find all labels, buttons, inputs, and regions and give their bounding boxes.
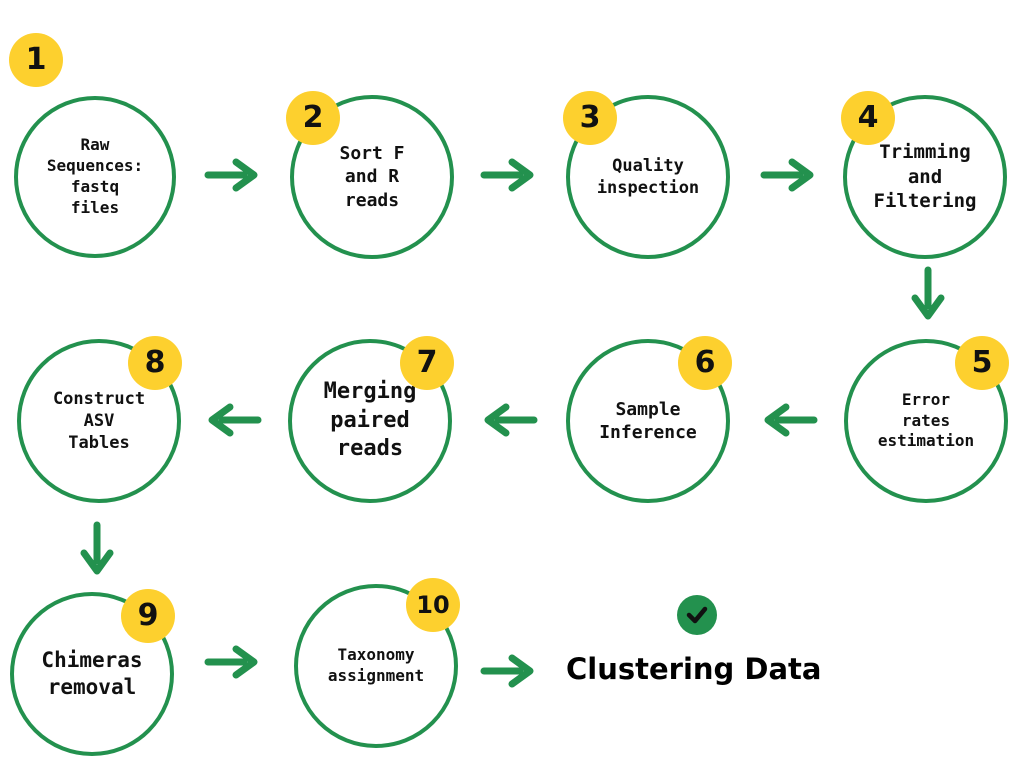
- step-badge-9: 9: [121, 589, 175, 643]
- arrow-left-icon: [764, 403, 818, 437]
- step-number: 6: [694, 345, 716, 380]
- step-node-4: Trimming and Filtering: [843, 95, 1007, 259]
- step-node-6: Sample Inference: [566, 339, 730, 503]
- step-label: Raw Sequences: fastq files: [46, 135, 144, 217]
- final-output-label: Clustering Data: [566, 652, 822, 686]
- step-number: 1: [25, 42, 47, 77]
- arrow-right-icon: [760, 158, 814, 192]
- step-label: Sample Inference: [599, 398, 697, 443]
- step-number: 2: [302, 100, 324, 135]
- checkmark-glyph: [686, 606, 708, 624]
- step-number: 7: [416, 345, 438, 380]
- step-badge-7: 7: [400, 336, 454, 390]
- arrow-left-icon: [484, 403, 538, 437]
- step-badge-1: 1: [9, 33, 63, 87]
- step-number: 10: [416, 591, 450, 619]
- step-label: Quality inspection: [596, 155, 700, 198]
- arrow-right-icon: [480, 158, 534, 192]
- step-number: 4: [857, 100, 879, 135]
- step-label: Construct ASV Tables: [52, 388, 146, 454]
- arrow-right-icon: [204, 645, 258, 679]
- step-badge-2: 2: [286, 91, 340, 145]
- arrow-left-icon: [208, 403, 262, 437]
- step-number: 5: [971, 345, 993, 380]
- step-badge-8: 8: [128, 336, 182, 390]
- step-badge-3: 3: [563, 91, 617, 145]
- step-number: 9: [137, 598, 159, 633]
- step-label: Trimming and Filtering: [873, 140, 977, 213]
- step-badge-4: 4: [841, 91, 895, 145]
- step-label: Sort F and R reads: [339, 142, 405, 211]
- arrow-right-icon: [480, 654, 534, 688]
- arrow-right-icon: [204, 158, 258, 192]
- checkmark-icon: [677, 595, 717, 635]
- step-number: 3: [579, 100, 601, 135]
- step-badge-10: 10: [406, 578, 460, 632]
- step-label: Taxonomy assignment: [327, 645, 425, 685]
- step-node-1: Raw Sequences: fastq files: [14, 96, 176, 258]
- step-label: Error rates estimation: [877, 389, 975, 451]
- arrow-down-icon: [80, 521, 114, 575]
- step-label: Merging paired reads: [323, 379, 417, 462]
- step-badge-5: 5: [955, 336, 1009, 390]
- arrow-down-icon: [911, 266, 945, 320]
- step-badge-6: 6: [678, 336, 732, 390]
- step-number: 8: [144, 345, 166, 380]
- step-label: Chimeras removal: [41, 647, 143, 699]
